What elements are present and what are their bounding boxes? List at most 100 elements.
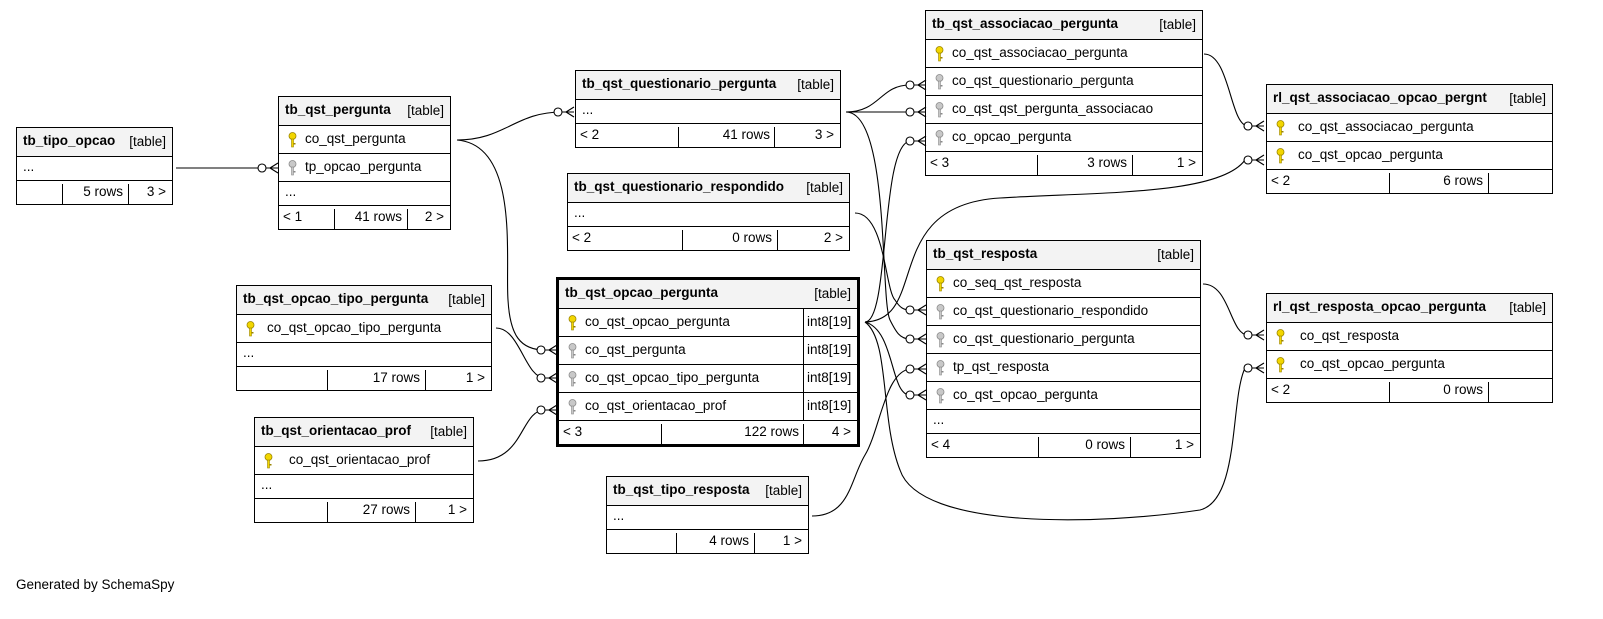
column-row[interactable]: co_qst_associacao_pergunta: [1267, 113, 1552, 141]
crow-foot-marker: [1243, 362, 1265, 374]
children-count[interactable]: 3 >: [146, 184, 166, 199]
parents-count[interactable]: < 4: [931, 437, 951, 452]
more-columns-row: ...: [255, 474, 473, 498]
table-name: tb_qst_orientacao_prof: [261, 423, 412, 438]
column-row[interactable]: co_qst_opcao_pergunta: [927, 381, 1200, 409]
column-name: co_qst_questionario_respondido: [953, 303, 1149, 318]
table-tb-qst-opcao-pergunta[interactable]: tb_qst_opcao_pergunta [table] co_qst_opc…: [556, 277, 860, 447]
column-row[interactable]: co_qst_pergunta: [279, 125, 450, 153]
table-header: tb_tipo_opcao [table]: [17, 128, 172, 156]
row-count: 4 rows: [709, 533, 749, 548]
table-tag: [table]: [448, 292, 485, 307]
table-tb-tipo-opcao[interactable]: tb_tipo_opcao [table] ... 5 rows 3 >: [16, 127, 173, 205]
foreign-key-icon: [288, 160, 297, 176]
table-header: tb_qst_resposta [table]: [927, 241, 1200, 269]
children-count[interactable]: 1 >: [447, 502, 467, 517]
column-row[interactable]: co_qst_pergunta int8[19]: [559, 336, 857, 364]
table-tb-qst-tipo-resposta[interactable]: tb_qst_tipo_resposta [table] ... 4 rows …: [606, 476, 809, 554]
column-name: co_qst_resposta: [1300, 328, 1400, 343]
table-tb-qst-orientacao-prof[interactable]: tb_qst_orientacao_prof [table] co_qst_or…: [254, 417, 474, 523]
table-header: tb_qst_questionario_pergunta [table]: [576, 71, 840, 99]
table-header: rl_qst_resposta_opcao_pergunta [table]: [1267, 294, 1552, 322]
parents-count[interactable]: < 2: [1271, 382, 1291, 397]
table-footer: 17 rows 1 >: [237, 366, 491, 390]
row-count: 122 rows: [744, 424, 799, 439]
children-count[interactable]: 1 >: [465, 370, 485, 385]
row-count: 0 rows: [1443, 382, 1483, 397]
children-count[interactable]: 2 >: [823, 230, 843, 245]
column-row[interactable]: co_qst_qst_pergunta_associacao: [926, 95, 1202, 123]
foreign-key-icon: [568, 371, 577, 387]
column-type: int8[19]: [803, 337, 857, 364]
crow-foot-marker: [536, 404, 558, 416]
table-tag: [table]: [430, 424, 467, 439]
table-tag: [table]: [797, 77, 834, 92]
table-rl-qst-resposta-opcao-pergunta[interactable]: rl_qst_resposta_opcao_pergunta [table] c…: [1266, 293, 1553, 403]
table-tag: [table]: [1509, 300, 1546, 315]
column-name: co_qst_pergunta: [585, 342, 686, 357]
column-row[interactable]: co_qst_opcao_tipo_pergunta: [237, 314, 491, 342]
crow-foot-marker: [536, 372, 558, 384]
table-tb-qst-questionario-pergunta[interactable]: tb_qst_questionario_pergunta [table] ...…: [575, 70, 841, 148]
column-row[interactable]: co_qst_opcao_pergunta: [1267, 350, 1552, 378]
primary-key-icon: [1276, 148, 1285, 164]
column-row[interactable]: tp_qst_resposta: [927, 353, 1200, 381]
table-tb-qst-resposta[interactable]: tb_qst_resposta [table] co_seq_qst_respo…: [926, 240, 1201, 458]
table-footer: < 2 41 rows 3 >: [576, 123, 840, 147]
table-footer: 5 rows 3 >: [17, 180, 172, 204]
children-count[interactable]: 3 >: [814, 127, 834, 142]
column-row[interactable]: co_qst_questionario_pergunta: [927, 325, 1200, 353]
row-count: 3 rows: [1087, 155, 1127, 170]
table-tb-qst-questionario-respondido[interactable]: tb_qst_questionario_respondido [table] .…: [567, 173, 850, 251]
crow-foot-marker: [257, 162, 279, 174]
primary-key-icon: [568, 315, 577, 331]
foreign-key-icon: [568, 399, 577, 415]
ellipsis: ...: [243, 345, 255, 360]
table-tb-qst-pergunta[interactable]: tb_qst_pergunta [table] co_qst_pergunta …: [278, 96, 451, 230]
parents-count[interactable]: < 1: [283, 209, 303, 224]
column-row[interactable]: co_qst_opcao_tipo_pergunta int8[19]: [559, 364, 857, 392]
table-tag: [table]: [1159, 17, 1196, 32]
column-row[interactable]: co_qst_resposta: [1267, 322, 1552, 350]
column-name: co_qst_associacao_pergunta: [1298, 119, 1474, 134]
column-row[interactable]: co_qst_questionario_pergunta: [926, 67, 1202, 95]
parents-count[interactable]: < 3: [930, 155, 950, 170]
column-row[interactable]: co_qst_opcao_pergunta int8[19]: [559, 308, 857, 336]
crow-foot-marker: [905, 106, 927, 118]
table-tb-qst-opcao-tipo-pergunta[interactable]: tb_qst_opcao_tipo_pergunta [table] co_qs…: [236, 285, 492, 391]
children-count[interactable]: 1 >: [1174, 437, 1194, 452]
parents-count[interactable]: < 2: [580, 127, 600, 142]
foreign-key-icon: [936, 332, 945, 348]
children-count[interactable]: 2 >: [424, 209, 444, 224]
table-header: tb_qst_opcao_tipo_pergunta [table]: [237, 286, 491, 314]
row-count: 41 rows: [354, 209, 402, 224]
table-footer: < 2 0 rows 2 >: [568, 226, 849, 250]
table-header: tb_qst_opcao_pergunta [table]: [559, 280, 857, 308]
edge-opcao-resposta: [864, 321, 911, 396]
children-count[interactable]: 4 >: [831, 424, 851, 439]
parents-count[interactable]: < 2: [1271, 173, 1291, 188]
children-count[interactable]: 1 >: [782, 533, 802, 548]
table-tag: [table]: [407, 103, 444, 118]
parents-count[interactable]: < 2: [572, 230, 592, 245]
column-row[interactable]: co_qst_associacao_pergunta: [926, 39, 1202, 67]
column-row[interactable]: co_qst_questionario_respondido: [927, 297, 1200, 325]
table-tb-qst-associacao-pergunta[interactable]: tb_qst_associacao_pergunta [table] co_qs…: [925, 10, 1203, 176]
column-row[interactable]: co_qst_orientacao_prof int8[19]: [559, 392, 857, 420]
children-count[interactable]: 1 >: [1176, 155, 1196, 170]
parents-count[interactable]: < 3: [563, 424, 583, 439]
column-name: co_qst_opcao_pergunta: [1298, 147, 1443, 162]
table-name: tb_qst_opcao_pergunta: [565, 285, 719, 300]
table-rl-qst-associacao-opcao-pergnt[interactable]: rl_qst_associacao_opcao_pergnt [table] c…: [1266, 84, 1553, 194]
column-row[interactable]: co_opcao_pergunta: [926, 123, 1202, 151]
column-row[interactable]: co_seq_qst_resposta: [927, 269, 1200, 297]
column-row[interactable]: co_qst_orientacao_prof: [255, 446, 473, 474]
more-columns-row: ...: [279, 181, 450, 205]
column-type: int8[19]: [803, 309, 857, 336]
table-footer: < 2 6 rows: [1267, 169, 1552, 193]
column-row[interactable]: co_qst_opcao_pergunta: [1267, 141, 1552, 169]
table-name: tb_qst_associacao_pergunta: [932, 16, 1119, 31]
row-count: 17 rows: [372, 370, 420, 385]
column-row[interactable]: tp_opcao_pergunta: [279, 153, 450, 181]
foreign-key-icon: [568, 343, 577, 359]
